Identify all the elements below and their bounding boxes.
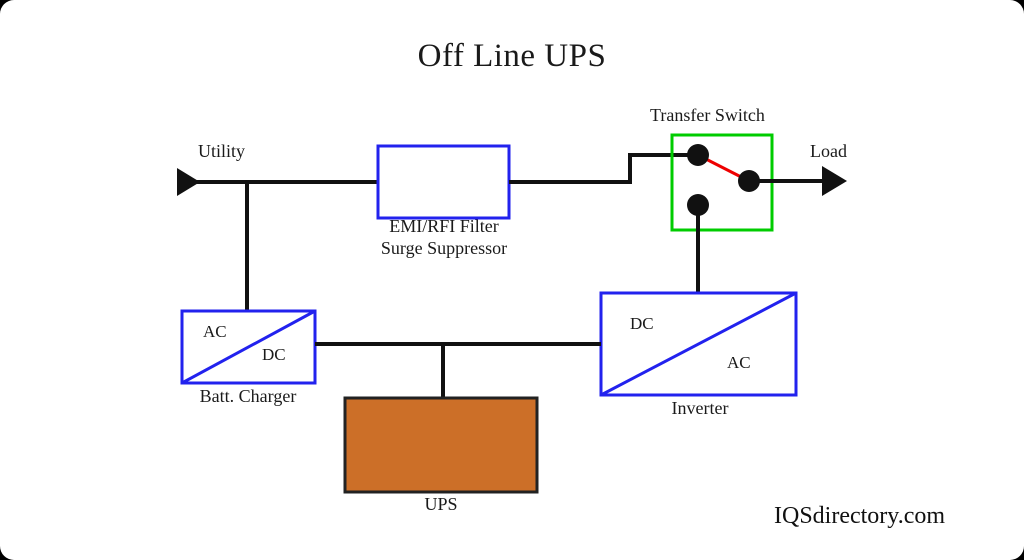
inverter-input-label: DC	[630, 314, 654, 333]
battery-charger-diagonal	[181, 309, 316, 385]
emi-rfi-filter-block	[376, 144, 511, 220]
transfer-switch-contact-normal[interactable]	[687, 144, 709, 166]
battery-charger-label: Batt. Charger	[199, 386, 297, 406]
load-output-arrow	[822, 166, 847, 196]
ups-battery-label: UPS	[424, 494, 458, 514]
load-label: Load	[810, 141, 847, 161]
battery-charger-output-label: DC	[262, 345, 286, 364]
transfer-switch-label: Transfer Switch	[650, 105, 765, 125]
utility-input-arrow	[177, 168, 200, 196]
inverter-diagonal	[600, 291, 797, 397]
filter-label-line1: EMI/RFI Filter	[389, 216, 499, 236]
inverter-label: Inverter	[671, 398, 729, 418]
wire-filter-to-transfer-switch	[509, 153, 698, 184]
ups-battery-block	[343, 396, 539, 494]
utility-label: Utility	[198, 141, 246, 161]
inverter-output-label: AC	[727, 353, 751, 372]
page-title: Off Line UPS	[417, 38, 607, 74]
battery-charger-input-label: AC	[203, 322, 227, 341]
watermark: IQSdirectory.com	[774, 503, 946, 529]
filter-label-line2: Surge Suppressor	[380, 238, 508, 258]
